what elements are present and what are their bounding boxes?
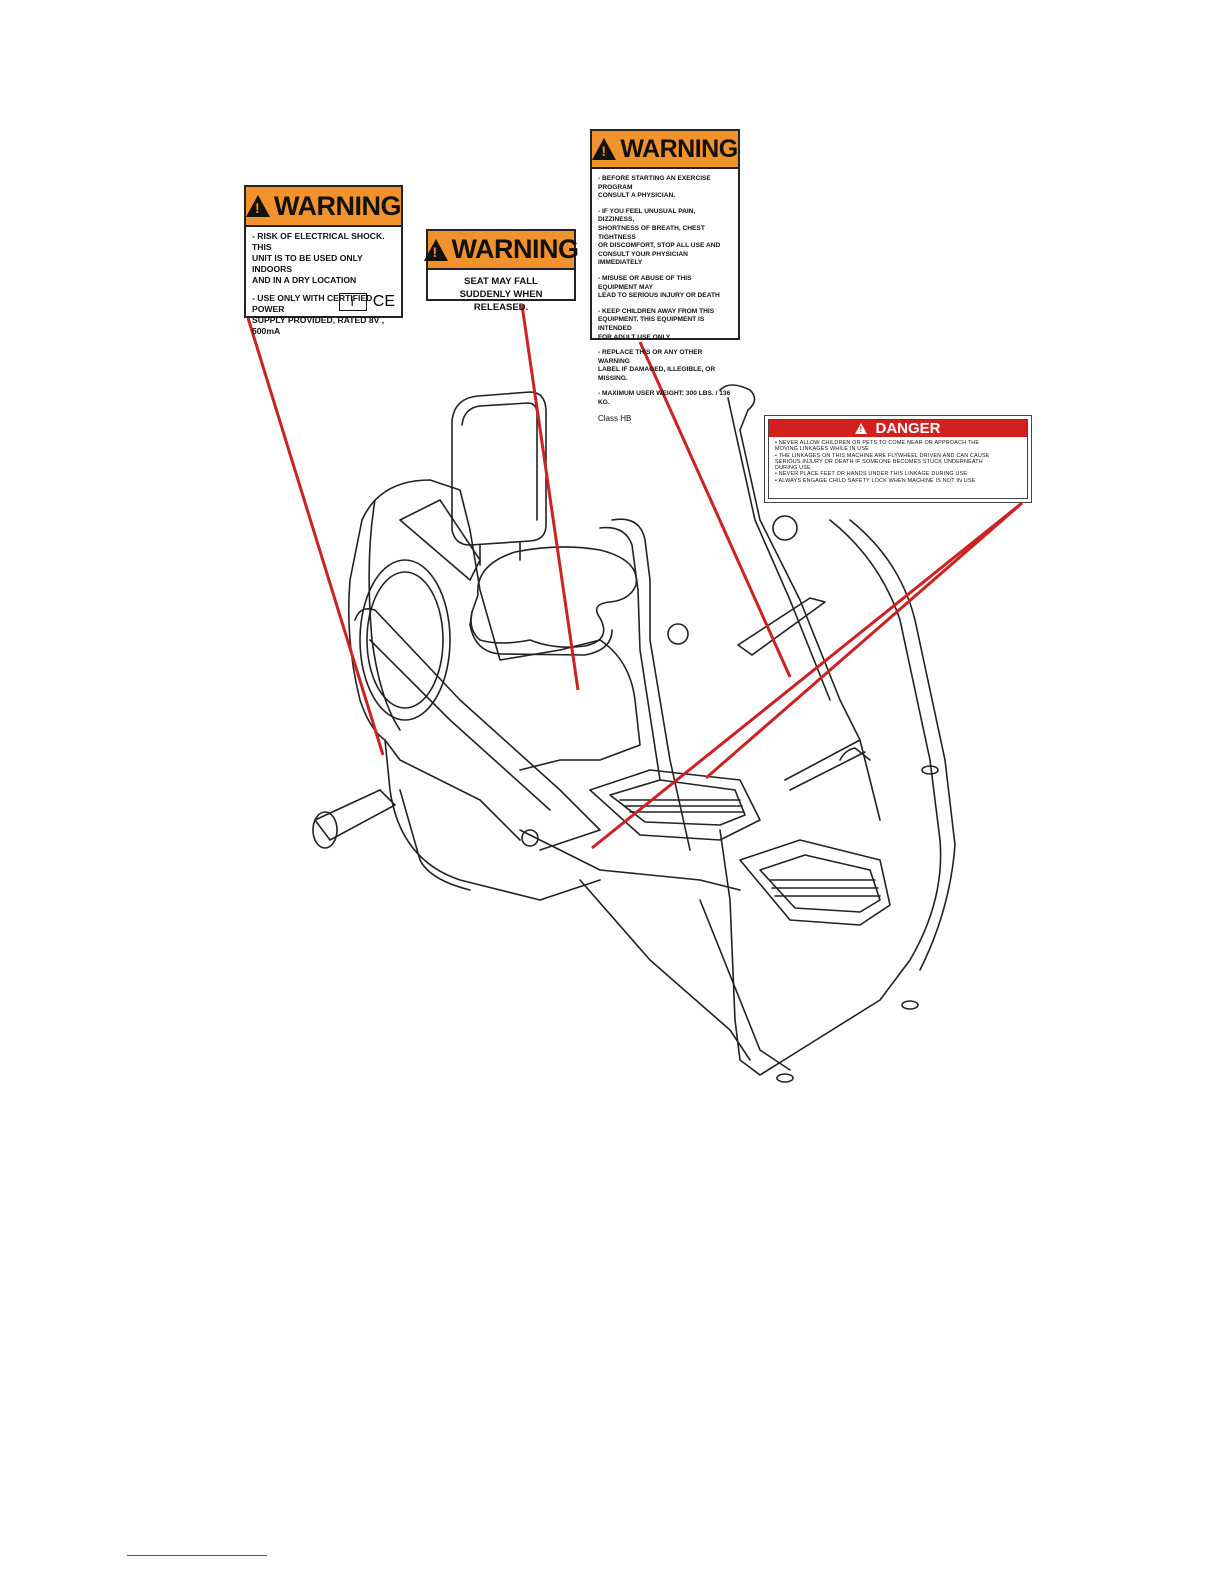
danger-line: SERIOUS INJURY OR DEATH IF SOMEONE BECOM… xyxy=(775,458,983,465)
warning-line: CONSULT YOUR PHYSICIAN IMMEDIATELY xyxy=(598,250,688,267)
warning-line: EQUIPMENT. THIS EQUIPMENT IS INTENDED xyxy=(598,316,705,332)
danger-line: • ALWAYS ENGAGE CHILD SAFETY LOCK WHEN M… xyxy=(775,477,976,484)
warning-header-text: WARNING xyxy=(274,190,402,221)
danger-label: DANGER • NEVER ALLOW CHILDREN OR PETS TO… xyxy=(764,415,1032,503)
danger-header-text: DANGER xyxy=(875,420,941,437)
danger-line: • THE LINKAGES ON THIS MACHINE ARE FLYWH… xyxy=(775,452,990,459)
base-frame xyxy=(384,739,601,901)
danger-inner: DANGER • NEVER ALLOW CHILDREN OR PETS TO… xyxy=(768,419,1028,499)
ce-mark: CE xyxy=(372,293,395,310)
seat-cushion xyxy=(470,546,638,648)
warning-body: - RISK OF ELECTRICAL SHOCK. THIS UNIT IS… xyxy=(246,227,401,341)
warning-label-electrical: WARNING - RISK OF ELECTRICAL SHOCK. THIS… xyxy=(244,185,403,336)
warning-triangle-icon xyxy=(855,423,868,434)
warning-line: 500mA xyxy=(252,326,281,336)
warning-line: - REPLACE THIS OR ANY OTHER WARNING xyxy=(598,349,703,365)
front-frame xyxy=(719,519,942,1076)
leader-danger-1 xyxy=(591,501,1023,850)
warning-header-text: WARNING xyxy=(451,234,580,264)
warning-line: SUDDENLY WHEN RELEASED. xyxy=(459,289,543,313)
footer-rule xyxy=(127,1555,267,1556)
left-pedal xyxy=(589,769,761,841)
warning-header: WARNING xyxy=(246,187,402,227)
leader-danger-2 xyxy=(705,501,1023,780)
warning-line: - RISK OF ELECTRICAL SHOCK. THIS xyxy=(252,231,385,252)
warning-line: - BEFORE STARTING AN EXERCISE PROGRAM xyxy=(598,175,711,191)
main-housing xyxy=(361,479,641,771)
warning-label-general: WARNING - BEFORE STARTING AN EXERCISE PR… xyxy=(590,129,740,422)
warning-line: OR DISCOMFORT, STOP ALL USE AND xyxy=(598,242,721,250)
warning-header-text: WARNING xyxy=(620,134,738,163)
danger-line: MOVING LINKAGES WHILE IN USE xyxy=(775,446,869,453)
seat-handle xyxy=(611,518,691,851)
warning-triangle-icon xyxy=(423,238,448,261)
certification-icons: CE xyxy=(338,293,395,311)
danger-body: • NEVER ALLOW CHILDREN OR PETS TO COME N… xyxy=(769,437,1027,487)
console-tray xyxy=(737,597,826,656)
warning-line: - IF YOU FEEL UNUSUAL PAIN, DIZZINESS, xyxy=(598,207,696,224)
leader-general xyxy=(638,341,792,678)
danger-line: • NEVER PLACE FEET OR HANDS UNDER THIS L… xyxy=(775,471,968,478)
manual-book-icon xyxy=(338,293,367,311)
warning-line: FOR ADULT USE ONLY xyxy=(598,333,671,341)
right-pedal xyxy=(739,839,891,926)
warning-line: LEAD TO SERIOUS INJURY OR DEATH xyxy=(598,292,720,300)
warning-triangle-icon xyxy=(246,195,270,217)
warning-line: LABEL IF DAMAGED, ILLEGIBLE, OR MISSING. xyxy=(598,366,716,382)
flywheel-cover xyxy=(359,559,451,721)
warning-line: SHORTNESS OF BREATH, CHEST TIGHTNESS xyxy=(598,224,705,241)
warning-triangle-icon xyxy=(592,138,617,160)
danger-line: DURING USE xyxy=(775,465,811,472)
warning-line: SEAT MAY FALL xyxy=(464,276,538,287)
warning-line: - USE ONLY WITH CERTIFIED POWER xyxy=(252,293,373,314)
warning-line: CONSULT A PHYSICIAN. xyxy=(598,192,676,200)
warning-line: SUPPLY PROVIDED, RATED 8V , xyxy=(252,315,385,325)
seat-backrest xyxy=(451,391,547,546)
warning-line: - MAXIMUM USER WEIGHT: 300 LBS. / 136 KG… xyxy=(598,390,731,407)
warning-label-seat: WARNING SEAT MAY FALL SUDDENLY WHEN RELE… xyxy=(423,229,579,313)
warning-line: - MISUSE OR ABUSE OF THIS EQUIPMENT MAY xyxy=(598,274,692,291)
warning-line: UNIT IS TO BE USED ONLY INDOORS xyxy=(252,253,363,274)
rear-stabilizer xyxy=(314,789,396,841)
leader-seat xyxy=(520,304,580,691)
leader-electrical xyxy=(246,317,385,756)
danger-line: • NEVER ALLOW CHILDREN OR PETS TO COME N… xyxy=(775,440,980,446)
warning-body: - BEFORE STARTING AN EXERCISE PROGRAM CO… xyxy=(592,169,738,427)
warning-header: WARNING xyxy=(423,231,579,270)
right-arm xyxy=(719,384,881,821)
left-arm xyxy=(354,607,601,851)
warning-line: AND IN A DRY LOCATION xyxy=(252,275,357,285)
warning-line: - KEEP CHILDREN AWAY FROM THIS xyxy=(598,307,715,315)
warning-body: SEAT MAY FALL SUDDENLY WHEN RELEASED. xyxy=(428,270,574,318)
danger-header: DANGER xyxy=(769,420,1027,437)
warning-header: WARNING xyxy=(592,131,738,169)
class-rating: Class HB xyxy=(598,413,632,423)
